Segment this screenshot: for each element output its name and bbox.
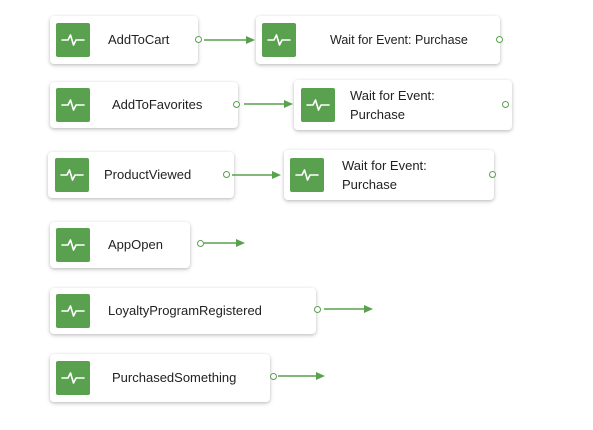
node-label: AddToFavorites [112,97,203,112]
output-port[interactable] [233,101,240,108]
connector-arrow [232,170,282,180]
activity-pulse-icon [56,361,90,395]
connector-arrow [324,304,374,314]
output-port[interactable] [314,306,321,313]
node-label: Wait for Event: Purchase [330,33,468,47]
activity-pulse-icon [56,294,90,328]
output-port[interactable] [197,240,204,247]
output-port[interactable] [223,171,230,178]
node-label: AddToCart [108,32,170,47]
connector-arrow [278,371,326,381]
node-label: Wait for Event: Purchase [350,88,435,122]
output-port[interactable] [496,36,503,43]
trigger-node-addtofavorites[interactable]: AddToFavorites [50,82,240,128]
trigger-node-productviewed[interactable]: ProductViewed [48,152,234,198]
node-label: PurchasedSomething [112,370,237,385]
output-port[interactable] [270,373,277,380]
node-label: LoyaltyProgramRegistered [108,303,262,318]
activity-pulse-icon [56,228,90,262]
node-label: ProductViewed [104,167,192,182]
output-port[interactable] [195,36,202,43]
activity-pulse-icon [55,158,89,192]
trigger-node-loyaltyprogramregistered[interactable]: LoyaltyProgramRegistered [50,288,316,334]
trigger-node-appopen[interactable]: AppOpen [50,222,190,268]
connector-arrow [204,238,246,248]
connector-arrow [204,35,256,45]
activity-pulse-icon [290,158,324,192]
node-label: Wait for Event: Purchase [342,158,427,192]
trigger-node-addtocart[interactable]: AddToCart [50,16,202,64]
trigger-node-purchasedsomething[interactable]: PurchasedSomething [50,354,270,402]
activity-pulse-icon [262,23,296,57]
node-label: AppOpen [108,237,163,252]
wait-node-2[interactable]: Wait for Event: Purchase [294,80,512,130]
wait-node-1[interactable]: Wait for Event: Purchase [256,16,503,64]
wait-node-3[interactable]: Wait for Event: Purchase [284,150,496,200]
output-port[interactable] [489,171,496,178]
activity-pulse-icon [56,88,90,122]
activity-pulse-icon [301,88,335,122]
connector-arrow [244,99,294,109]
activity-pulse-icon [56,23,90,57]
output-port[interactable] [502,101,509,108]
